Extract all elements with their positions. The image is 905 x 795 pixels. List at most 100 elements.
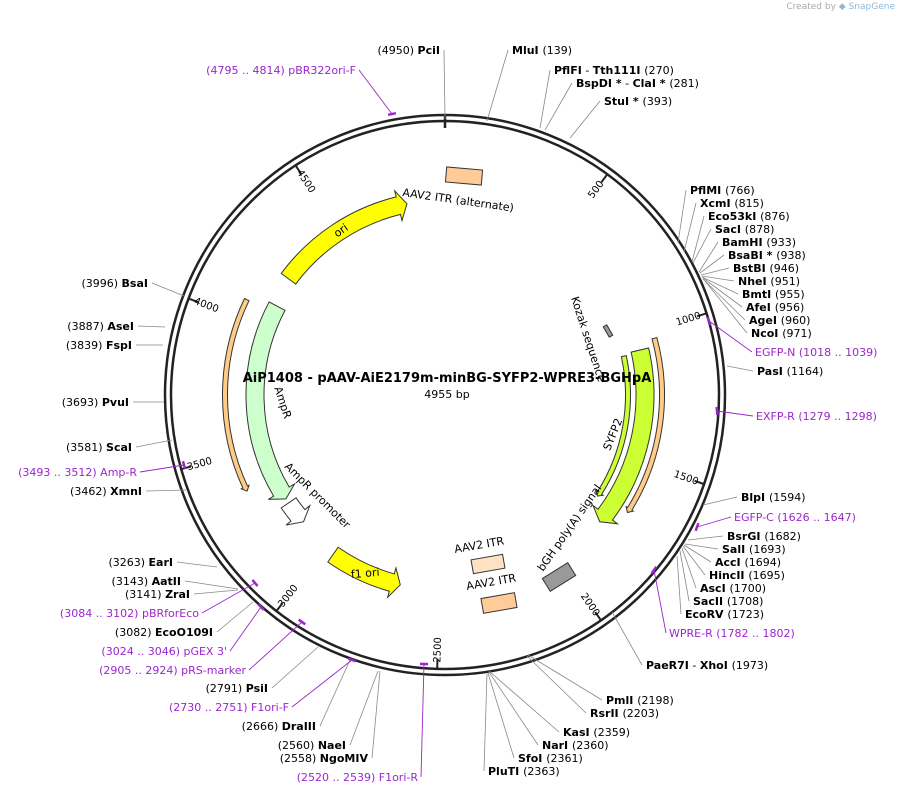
feature-syfp2-orf-inner	[595, 355, 631, 497]
site-SacII: SacII (1708)	[693, 595, 763, 608]
primer-pRS-marker: (2905 .. 2924) pRS-marker	[99, 664, 246, 677]
primer-leader	[358, 69, 393, 115]
feature-ori	[280, 189, 408, 285]
primer-mark	[257, 603, 265, 611]
primer-WPRE-R: WPRE-R (1782 .. 1802)	[669, 627, 795, 640]
site-leader	[704, 280, 748, 334]
site-leader	[684, 543, 719, 550]
credit-brand: SnapGene	[848, 2, 895, 12]
site-PciI: (4950) PciI	[377, 44, 440, 57]
site-PflFI: PflFI - Tth111I (270)	[554, 64, 674, 77]
site-BstBI: BstBI (946)	[733, 262, 799, 275]
site-PaeR7I: PaeR7I - XhoI (1973)	[646, 659, 768, 672]
site-StuI: StuI * (393)	[604, 95, 672, 108]
feature-label-ampr: AmpR	[271, 385, 294, 421]
tick-mark	[600, 173, 609, 183]
primer-mark	[251, 579, 259, 587]
tick-label: 3000	[276, 583, 300, 610]
site-leader	[488, 671, 539, 746]
site-leader	[702, 278, 746, 321]
site-leader	[486, 49, 509, 122]
primer-EGFP-C: EGFP-C (1626 .. 1647)	[734, 511, 856, 524]
site-SfoI: SfoI (2361)	[518, 752, 583, 765]
site-leader	[682, 545, 706, 576]
site-XcmI: XcmI (815)	[700, 197, 764, 210]
tick-mark	[188, 297, 199, 303]
site-ScaI: (3581) ScaI	[66, 441, 132, 454]
site-leader-lines	[133, 49, 754, 772]
site-BlpI: BlpI (1594)	[741, 491, 806, 504]
site-leader	[569, 100, 601, 139]
primer-mark	[347, 657, 357, 663]
feature-syfp2-orf-outer	[625, 336, 665, 514]
site-leader	[700, 267, 730, 276]
site-leader	[677, 189, 687, 244]
site-ZraI: (3141) ZraI	[125, 588, 190, 601]
site-leader	[701, 276, 739, 295]
site-leader	[702, 277, 743, 308]
site-AfeI: AfeI (956)	[746, 301, 804, 314]
primer-leader	[139, 464, 185, 473]
site-SalI: SalI (1693)	[722, 543, 786, 556]
site-leader	[319, 659, 351, 727]
site-leader	[539, 69, 551, 129]
site-AscI: AscI (1700)	[700, 582, 766, 595]
site-leader	[488, 670, 560, 733]
site-EcoO109I: (3082) EcoO109I	[115, 626, 213, 639]
site-leader	[443, 49, 446, 120]
site-leader	[526, 655, 587, 714]
site-PsiI: (2791) PsiI	[206, 682, 268, 695]
primer-mark	[650, 566, 658, 574]
site-BmtI: BmtI (955)	[742, 288, 805, 301]
tick-mark	[694, 479, 705, 486]
box-aav2-itr-1	[470, 553, 506, 575]
primer-F1ori-R: (2520 .. 2539) F1ori-R	[297, 771, 419, 784]
site-leader	[698, 241, 719, 273]
restriction-site-labels: (4950) PciI MluI (139) PflFI - Tth111I (27…	[62, 44, 823, 778]
site-leader	[176, 561, 218, 568]
primer-EGFP-N: EGFP-N (1018 .. 1039)	[755, 346, 877, 359]
site-leader	[349, 670, 379, 746]
tick-label: 1500	[672, 469, 700, 488]
primer-markers	[139, 69, 754, 778]
tick-label: 1000	[675, 310, 703, 328]
primer-pGEX-3: (3024 .. 3046) pGEX 3'	[101, 645, 227, 658]
site-NcoI: NcoI (971)	[751, 327, 812, 340]
site-leader	[137, 325, 166, 328]
feature-ampr-promoter	[280, 497, 311, 526]
primer-leader	[229, 606, 262, 652]
feature-ampr	[245, 301, 296, 500]
primer-leader	[716, 410, 754, 417]
primer-F1ori-F: (2730 .. 2751) F1ori-F	[169, 701, 289, 714]
site-leader	[692, 228, 712, 264]
tick-mark	[594, 611, 602, 621]
primer-leader	[653, 569, 667, 634]
site-leader	[702, 496, 738, 506]
site-NgoMIV: (2558) NgoMIV	[280, 752, 369, 765]
site-leader	[679, 550, 690, 602]
site-leader	[527, 654, 603, 701]
site-FspI: (3839) FspI	[66, 339, 132, 352]
primer-mark	[387, 111, 397, 117]
box-bgh-polya	[541, 562, 577, 592]
site-leader	[687, 535, 724, 541]
feature-ampr-orf	[222, 297, 250, 492]
tick-mark	[275, 602, 284, 612]
site-MluI: MluI (139)	[512, 44, 572, 57]
site-leader	[216, 601, 254, 633]
site-leader	[487, 672, 515, 759]
site-leader	[184, 580, 239, 590]
site-AseI: (3887) AseI	[67, 320, 134, 333]
primer-mark	[694, 522, 700, 532]
primer-mark	[706, 316, 712, 326]
site-leader	[193, 589, 239, 595]
primer-Amp-R: (3493 .. 3512) Amp-R	[18, 466, 137, 479]
tick-mark	[294, 164, 302, 175]
site-leader	[151, 282, 185, 297]
site-BsaBI: BsaBI * (938)	[728, 249, 806, 262]
primer-leader	[420, 663, 425, 778]
site-leader	[701, 275, 735, 282]
site-NheI: NheI (951)	[738, 275, 800, 288]
site-BsaI: (3996) BsaI	[81, 277, 148, 290]
